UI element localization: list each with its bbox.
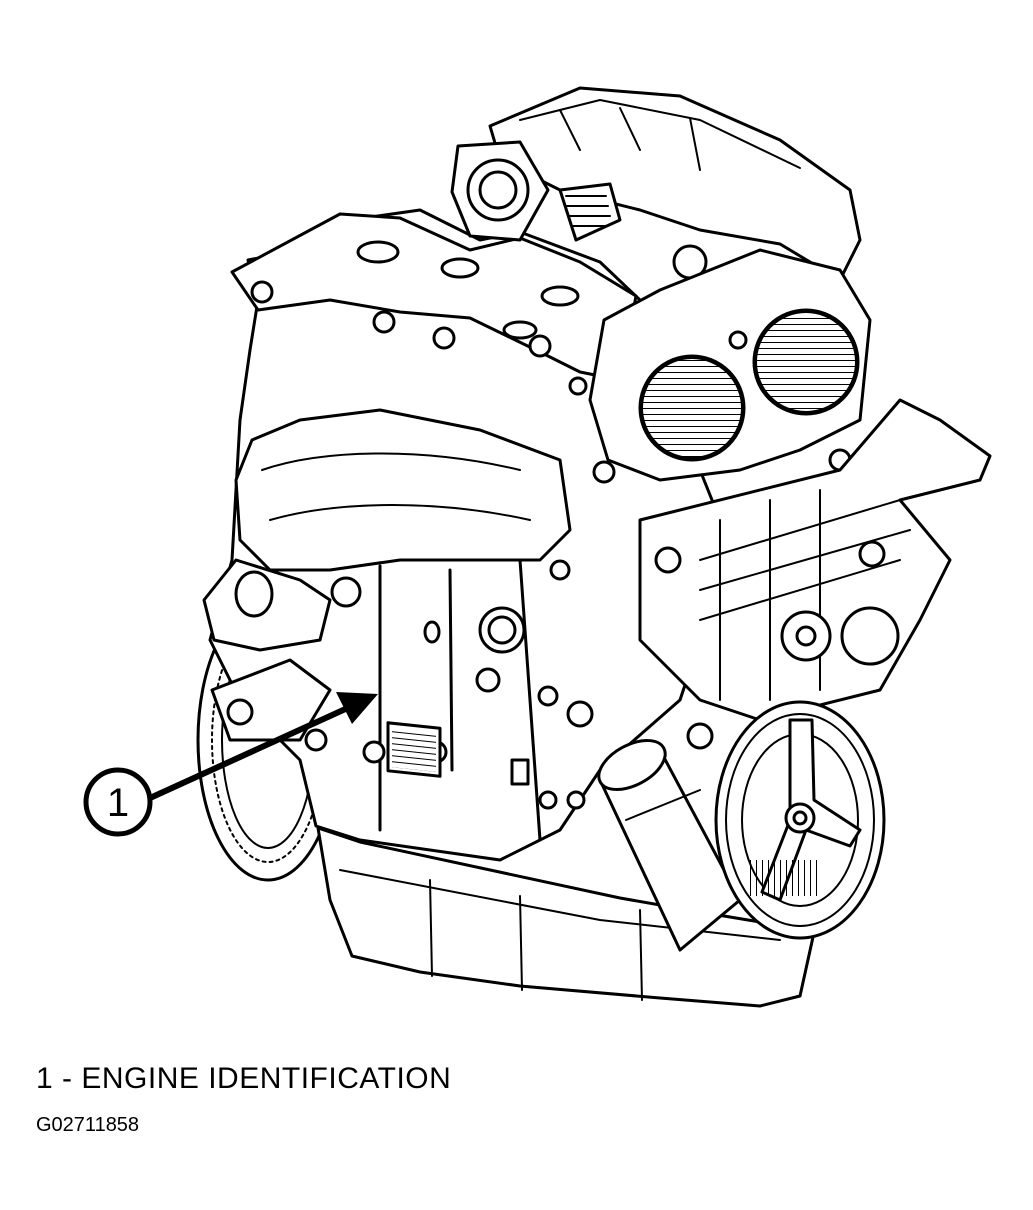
valve-cover (230, 212, 638, 396)
callout-arrow (147, 692, 378, 801)
lower-timing-cover (638, 398, 992, 722)
engine-diagram: 1 (83, 86, 992, 1008)
crankshaft-pulley (714, 700, 886, 940)
oil-pan (316, 826, 817, 1008)
exhaust-runner (202, 408, 572, 752)
figure-caption: 1 - ENGINE IDENTIFICATION (36, 1062, 452, 1095)
block-details (362, 558, 594, 842)
intake-manifold (450, 86, 862, 282)
timing-cover (588, 248, 872, 484)
figure-id: G02711858 (36, 1114, 140, 1136)
callout-number: 1 (107, 781, 129, 825)
callout-1: 1 (83, 767, 153, 837)
